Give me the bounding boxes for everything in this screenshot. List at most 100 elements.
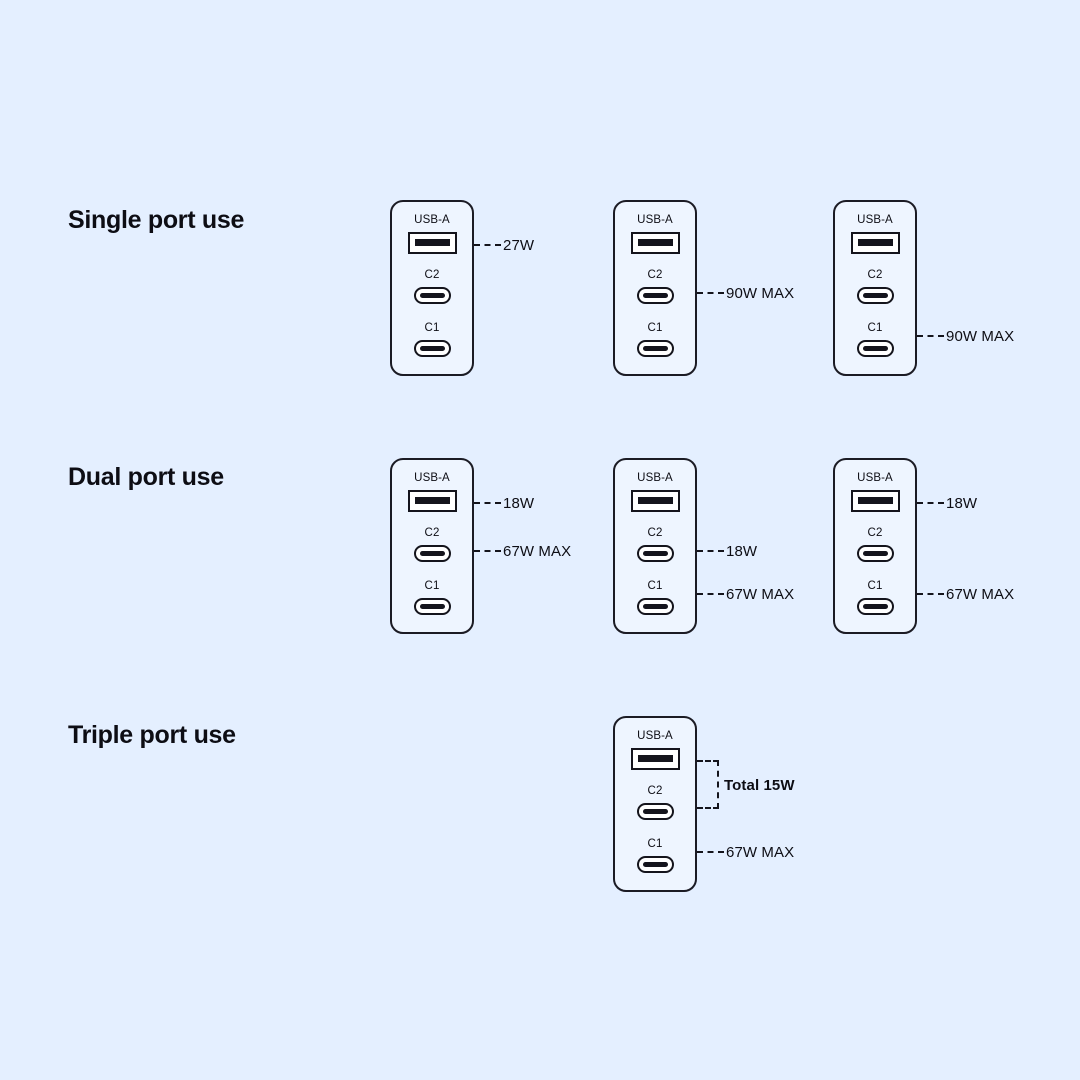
leader-dash-line (697, 593, 724, 595)
usb-c-port-icon (636, 855, 674, 873)
leader-triple-1-c1: 67W MAX (697, 842, 794, 862)
usb-a-port-icon (630, 747, 680, 770)
leader-dash-line (697, 851, 724, 853)
port-group-c1: C1 (835, 580, 915, 615)
usb-c-port-icon (413, 597, 451, 615)
port-label-c2: C2 (647, 785, 663, 797)
usb-c-port-icon (636, 339, 674, 357)
port-label-usba: USB-A (637, 730, 673, 742)
port-label-c1: C1 (424, 580, 440, 592)
leader-dual-2-c1: 67W MAX (697, 584, 794, 604)
usb-c-port-icon (636, 802, 674, 820)
leader-dash-line (697, 292, 724, 294)
port-label-c2: C2 (867, 527, 883, 539)
port-group-c2: C2 (835, 269, 915, 304)
port-group-c2: C2 (615, 269, 695, 304)
leader-single-1-usba: 27W (474, 235, 534, 255)
port-label-usba: USB-A (857, 472, 893, 484)
port-group-c2: C2 (835, 527, 915, 562)
port-group-usba: USB-A (835, 472, 915, 512)
usb-c-port-icon (636, 597, 674, 615)
usb-c-port-icon (636, 544, 674, 562)
port-group-usba: USB-A (615, 730, 695, 770)
usb-a-port-icon (850, 231, 900, 254)
charger-triple-1: USB-A C2 C1 (613, 716, 697, 892)
leader-dual-3-c1: 67W MAX (917, 584, 1014, 604)
port-group-c1: C1 (615, 580, 695, 615)
port-group-usba: USB-A (615, 472, 695, 512)
port-label-usba: USB-A (414, 214, 450, 226)
leader-dash-line (474, 244, 501, 246)
charger-single-2: USB-A C2 C1 (613, 200, 697, 376)
port-group-usba: USB-A (835, 214, 915, 254)
leader-dash-line (697, 550, 724, 552)
port-group-c2: C2 (392, 527, 472, 562)
port-label-c2: C2 (424, 527, 440, 539)
port-label-c1: C1 (424, 322, 440, 334)
leader-dash-line (917, 335, 944, 337)
leader-dash-line (917, 593, 944, 595)
port-group-c1: C1 (392, 580, 472, 615)
usb-c-port-icon (413, 339, 451, 357)
usb-c-port-icon (636, 286, 674, 304)
power-value-label: 18W (503, 494, 535, 512)
port-label-c2: C2 (647, 527, 663, 539)
usb-a-port-icon (850, 489, 900, 512)
leader-dual-1-c2: 67W MAX (474, 541, 571, 561)
power-value-label: 67W MAX (946, 585, 1015, 603)
port-label-c1: C1 (647, 580, 663, 592)
port-group-c2: C2 (615, 785, 695, 820)
power-value-label: 90W MAX (726, 284, 795, 302)
leader-dash-line (917, 502, 944, 504)
usb-a-port-icon (407, 231, 457, 254)
port-group-usba: USB-A (392, 472, 472, 512)
total-power-bracket (697, 760, 719, 809)
leader-single-3-c1: 90W MAX (917, 326, 1014, 346)
port-label-c1: C1 (647, 838, 663, 850)
section-title-triple: Triple port use (68, 721, 236, 749)
usb-a-port-icon (630, 489, 680, 512)
port-label-c1: C1 (867, 322, 883, 334)
charger-single-3: USB-A C2 C1 (833, 200, 917, 376)
section-title-single: Single port use (68, 206, 245, 234)
port-label-c1: C1 (647, 322, 663, 334)
power-value-label: 27W (503, 236, 535, 254)
usb-c-port-icon (856, 597, 894, 615)
port-label-usba: USB-A (637, 214, 673, 226)
port-group-usba: USB-A (615, 214, 695, 254)
port-group-usba: USB-A (392, 214, 472, 254)
leader-single-2-c2: 90W MAX (697, 283, 794, 303)
leader-dual-3-usba: 18W (917, 493, 977, 513)
leader-dash-line (474, 550, 501, 552)
usb-c-port-icon (413, 544, 451, 562)
port-group-c2: C2 (615, 527, 695, 562)
port-label-usba: USB-A (414, 472, 450, 484)
port-group-c1: C1 (835, 322, 915, 357)
port-label-c2: C2 (867, 269, 883, 281)
power-value-label: 18W (726, 542, 758, 560)
port-label-usba: USB-A (857, 214, 893, 226)
usb-c-port-icon (856, 286, 894, 304)
usb-c-port-icon (856, 339, 894, 357)
power-value-label: 67W MAX (726, 585, 795, 603)
charger-dual-1: USB-A C2 C1 (390, 458, 474, 634)
port-group-c1: C1 (392, 322, 472, 357)
charger-dual-3: USB-A C2 C1 (833, 458, 917, 634)
port-group-c2: C2 (392, 269, 472, 304)
port-group-c1: C1 (615, 838, 695, 873)
section-title-dual: Dual port use (68, 463, 224, 491)
power-value-label: 67W MAX (726, 843, 795, 861)
power-value-label: 67W MAX (503, 542, 572, 560)
usb-a-port-icon (407, 489, 457, 512)
port-label-c1: C1 (867, 580, 883, 592)
port-group-c1: C1 (615, 322, 695, 357)
usb-c-port-icon (413, 286, 451, 304)
leader-dual-2-c2: 18W (697, 541, 757, 561)
total-power-label: Total 15W (724, 777, 795, 794)
port-label-c2: C2 (424, 269, 440, 281)
power-value-label: 18W (946, 494, 978, 512)
port-label-c2: C2 (647, 269, 663, 281)
usb-a-port-icon (630, 231, 680, 254)
charger-dual-2: USB-A C2 C1 (613, 458, 697, 634)
